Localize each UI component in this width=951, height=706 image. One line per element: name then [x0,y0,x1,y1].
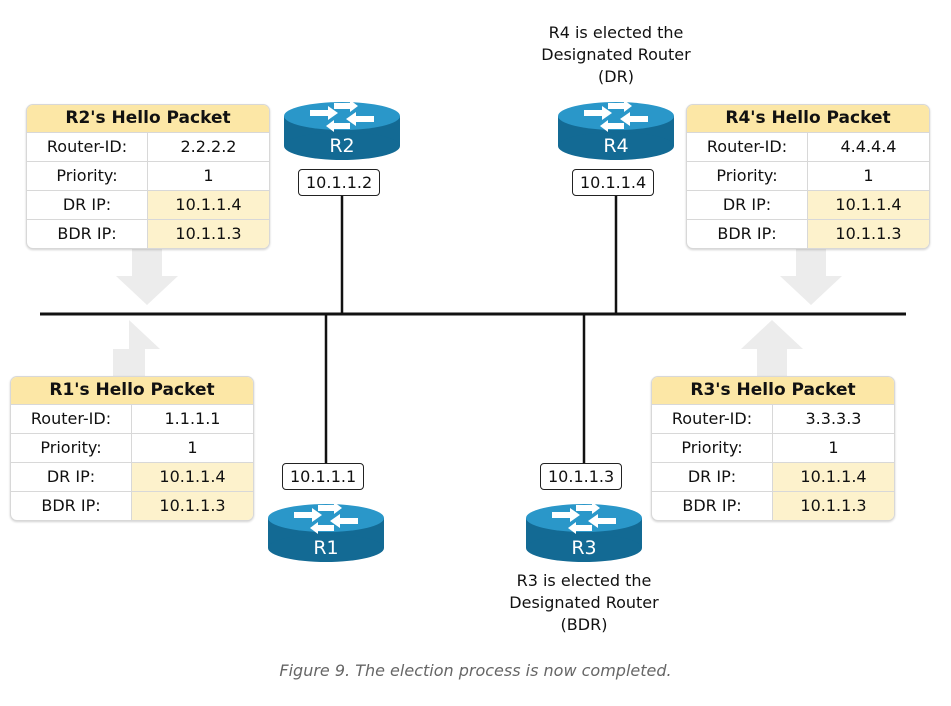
r1-hello-packet-title: R1's Hello Packet [11,377,253,404]
field-value: 10.1.1.3 [148,220,269,248]
table-row: BDR IP:10.1.1.3 [652,491,894,520]
note-line: R4 is elected the [548,23,684,42]
field-label: Router-ID: [652,405,773,433]
table-row: BDR IP:10.1.1.3 [687,219,929,248]
field-value: 3.3.3.3 [805,409,862,428]
note-line: R3 is elected the [516,571,652,590]
field-label: Priority: [27,162,148,190]
dr-election-note: R4 is elected the Designated Router (DR) [506,22,726,88]
table-row: BDR IP:10.1.1.3 [27,219,269,248]
r2-hello-packet: R2's Hello Packet Router-ID: 2.2.2.2 Prio… [26,104,270,249]
field-label: DR IP: [652,463,773,491]
field-value: 1 [203,166,214,185]
down-arrow-r4 [780,247,842,305]
router-r3-label: R3 [571,537,596,559]
field-label: Router-ID: [687,133,808,161]
note-line: Designated Router [541,45,691,64]
up-arrow-r3 [741,320,803,378]
r4-hello-packet-title: R4's Hello Packet [687,105,929,132]
r2-hello-packet-title: R2's Hello Packet [27,105,269,132]
figure-caption: Figure 9. The election process is now co… [279,661,672,680]
table-row: Router-ID: 3.3.3.3 [652,404,894,433]
field-label: Router-ID: [11,405,132,433]
r3-hello-packet: R3's Hello Packet Router-ID: 3.3.3.3 Prio… [651,376,895,521]
field-value: 10.1.1.3 [808,220,929,248]
router-r1-label: R1 [313,537,338,559]
field-label: Priority: [687,162,808,190]
field-label: Router-ID: [27,133,148,161]
router-r1-icon[interactable]: R1 [268,502,384,562]
table-row: DR IP:10.1.1.4 [652,462,894,491]
table-row: Router-ID: 1.1.1.1 [11,404,253,433]
table-row: Router-ID: 2.2.2.2 [27,132,269,161]
router-r2-label: R2 [329,135,354,157]
router-r3-icon[interactable]: R3 [526,502,642,562]
r3-ip-box: 10.1.1.3 [540,463,623,490]
table-row: DR IP:10.1.1.4 [11,462,253,491]
router-r2-icon[interactable]: R2 [284,100,400,160]
field-value: 1 [828,438,839,457]
table-row: DR IP:10.1.1.4 [27,190,269,219]
table-row: Priority: 1 [652,433,894,462]
field-label: BDR IP: [27,220,148,248]
note-line: (DR) [598,67,634,86]
field-value: 1 [187,438,198,457]
table-row: Priority: 1 [687,161,929,190]
r4-hello-packet: R4's Hello Packet Router-ID: 4.4.4.4 Prio… [686,104,930,249]
field-value: 2.2.2.2 [180,137,237,156]
up-arrow-r1 [113,320,160,378]
down-arrow-r2 [116,247,178,305]
field-value: 10.1.1.3 [132,492,253,520]
field-value: 10.1.1.3 [773,492,894,520]
field-label: DR IP: [27,191,148,219]
field-value: 10.1.1.4 [773,463,894,491]
field-value: 10.1.1.4 [808,191,929,219]
field-label: BDR IP: [687,220,808,248]
field-label: BDR IP: [11,492,132,520]
note-line: Designated Router [509,593,659,612]
field-label: DR IP: [687,191,808,219]
field-value: 4.4.4.4 [840,137,897,156]
r2-ip-box: 10.1.1.2 [298,169,381,196]
table-row: Priority: 1 [27,161,269,190]
bdr-election-note: R3 is elected the Designated Router (BDR… [474,570,694,636]
router-r4-label: R4 [603,135,628,157]
table-row: Router-ID: 4.4.4.4 [687,132,929,161]
r1-ip-box: 10.1.1.1 [282,463,365,490]
r1-hello-packet: R1's Hello Packet Router-ID: 1.1.1.1 Prio… [10,376,254,521]
field-label: Priority: [652,434,773,462]
table-row: Priority: 1 [11,433,253,462]
router-r4-icon[interactable]: R4 [558,100,674,160]
note-line: (BDR) [560,615,608,634]
table-row: DR IP:10.1.1.4 [687,190,929,219]
field-label: DR IP: [11,463,132,491]
field-value: 10.1.1.4 [148,191,269,219]
field-label: Priority: [11,434,132,462]
field-label: BDR IP: [652,492,773,520]
table-row: BDR IP:10.1.1.3 [11,491,253,520]
field-value: 1 [863,166,874,185]
r4-ip-box: 10.1.1.4 [572,169,655,196]
field-value: 1.1.1.1 [164,409,221,428]
field-value: 10.1.1.4 [132,463,253,491]
r3-hello-packet-title: R3's Hello Packet [652,377,894,404]
